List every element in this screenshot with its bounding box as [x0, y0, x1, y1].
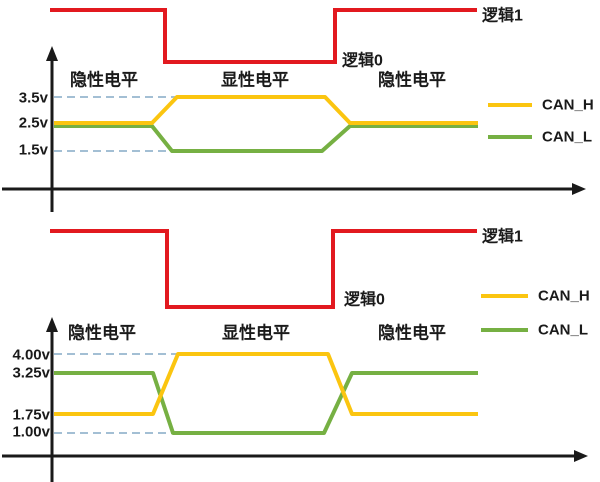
top-legend-can-h-label: CAN_H: [542, 97, 594, 114]
bottom-volt-1v75: 1.75v: [12, 407, 50, 424]
bottom-can-l-waveform: [54, 371, 478, 435]
bottom-region-dominant: 显性电平: [222, 323, 290, 343]
top-logic1-label: 逻辑1: [482, 6, 523, 25]
bottom-volt-4v00: 4.00v: [12, 347, 50, 364]
bottom-y-axis-arrow-icon: [46, 317, 58, 332]
top-panel: 逻辑1 逻辑0 隐性电平 显性电平 隐性电平 3.5v 2.5v 1.5v CA…: [2, 6, 594, 212]
bottom-can-h-waveform: [54, 352, 478, 416]
top-region-recessive-right: 隐性电平: [378, 70, 446, 90]
bottom-legend: CAN_H CAN_L: [481, 288, 590, 339]
top-can-l-waveform: [54, 124, 478, 153]
bottom-panel: 逻辑1 逻辑0 隐性电平 显性电平 隐性电平 4.00v 3.25v 1.75v…: [2, 227, 590, 482]
top-logic-waveform: [50, 8, 477, 64]
bottom-volt-3v25: 3.25v: [12, 365, 50, 382]
top-y-axis-arrow-icon: [46, 46, 58, 61]
top-legend: CAN_H CAN_L: [488, 97, 594, 146]
bottom-legend-can-l-label: CAN_L: [538, 322, 588, 339]
top-region-recessive-left: 隐性电平: [70, 70, 138, 90]
bottom-region-recessive-right: 隐性电平: [378, 323, 446, 343]
top-logic0-label: 逻辑0: [342, 51, 383, 70]
top-volt-3v5: 3.5v: [19, 90, 49, 107]
bottom-region-recessive-left: 隐性电平: [68, 323, 136, 343]
top-x-axis-arrow-icon: [572, 183, 586, 195]
bottom-logic0-label: 逻辑0: [344, 290, 385, 309]
top-volt-2v5: 2.5v: [19, 115, 49, 132]
bottom-legend-can-h-label: CAN_H: [538, 288, 590, 305]
bottom-volt-1v00: 1.00v: [12, 424, 50, 441]
top-volt-1v5: 1.5v: [19, 142, 49, 159]
bottom-logic-waveform: [50, 229, 477, 309]
bottom-logic1-label: 逻辑1: [482, 227, 523, 246]
top-legend-can-l-label: CAN_L: [542, 129, 592, 146]
top-can-h-waveform: [54, 95, 478, 125]
bottom-x-axis-arrow-icon: [574, 450, 588, 462]
top-region-dominant: 显性电平: [221, 70, 289, 90]
